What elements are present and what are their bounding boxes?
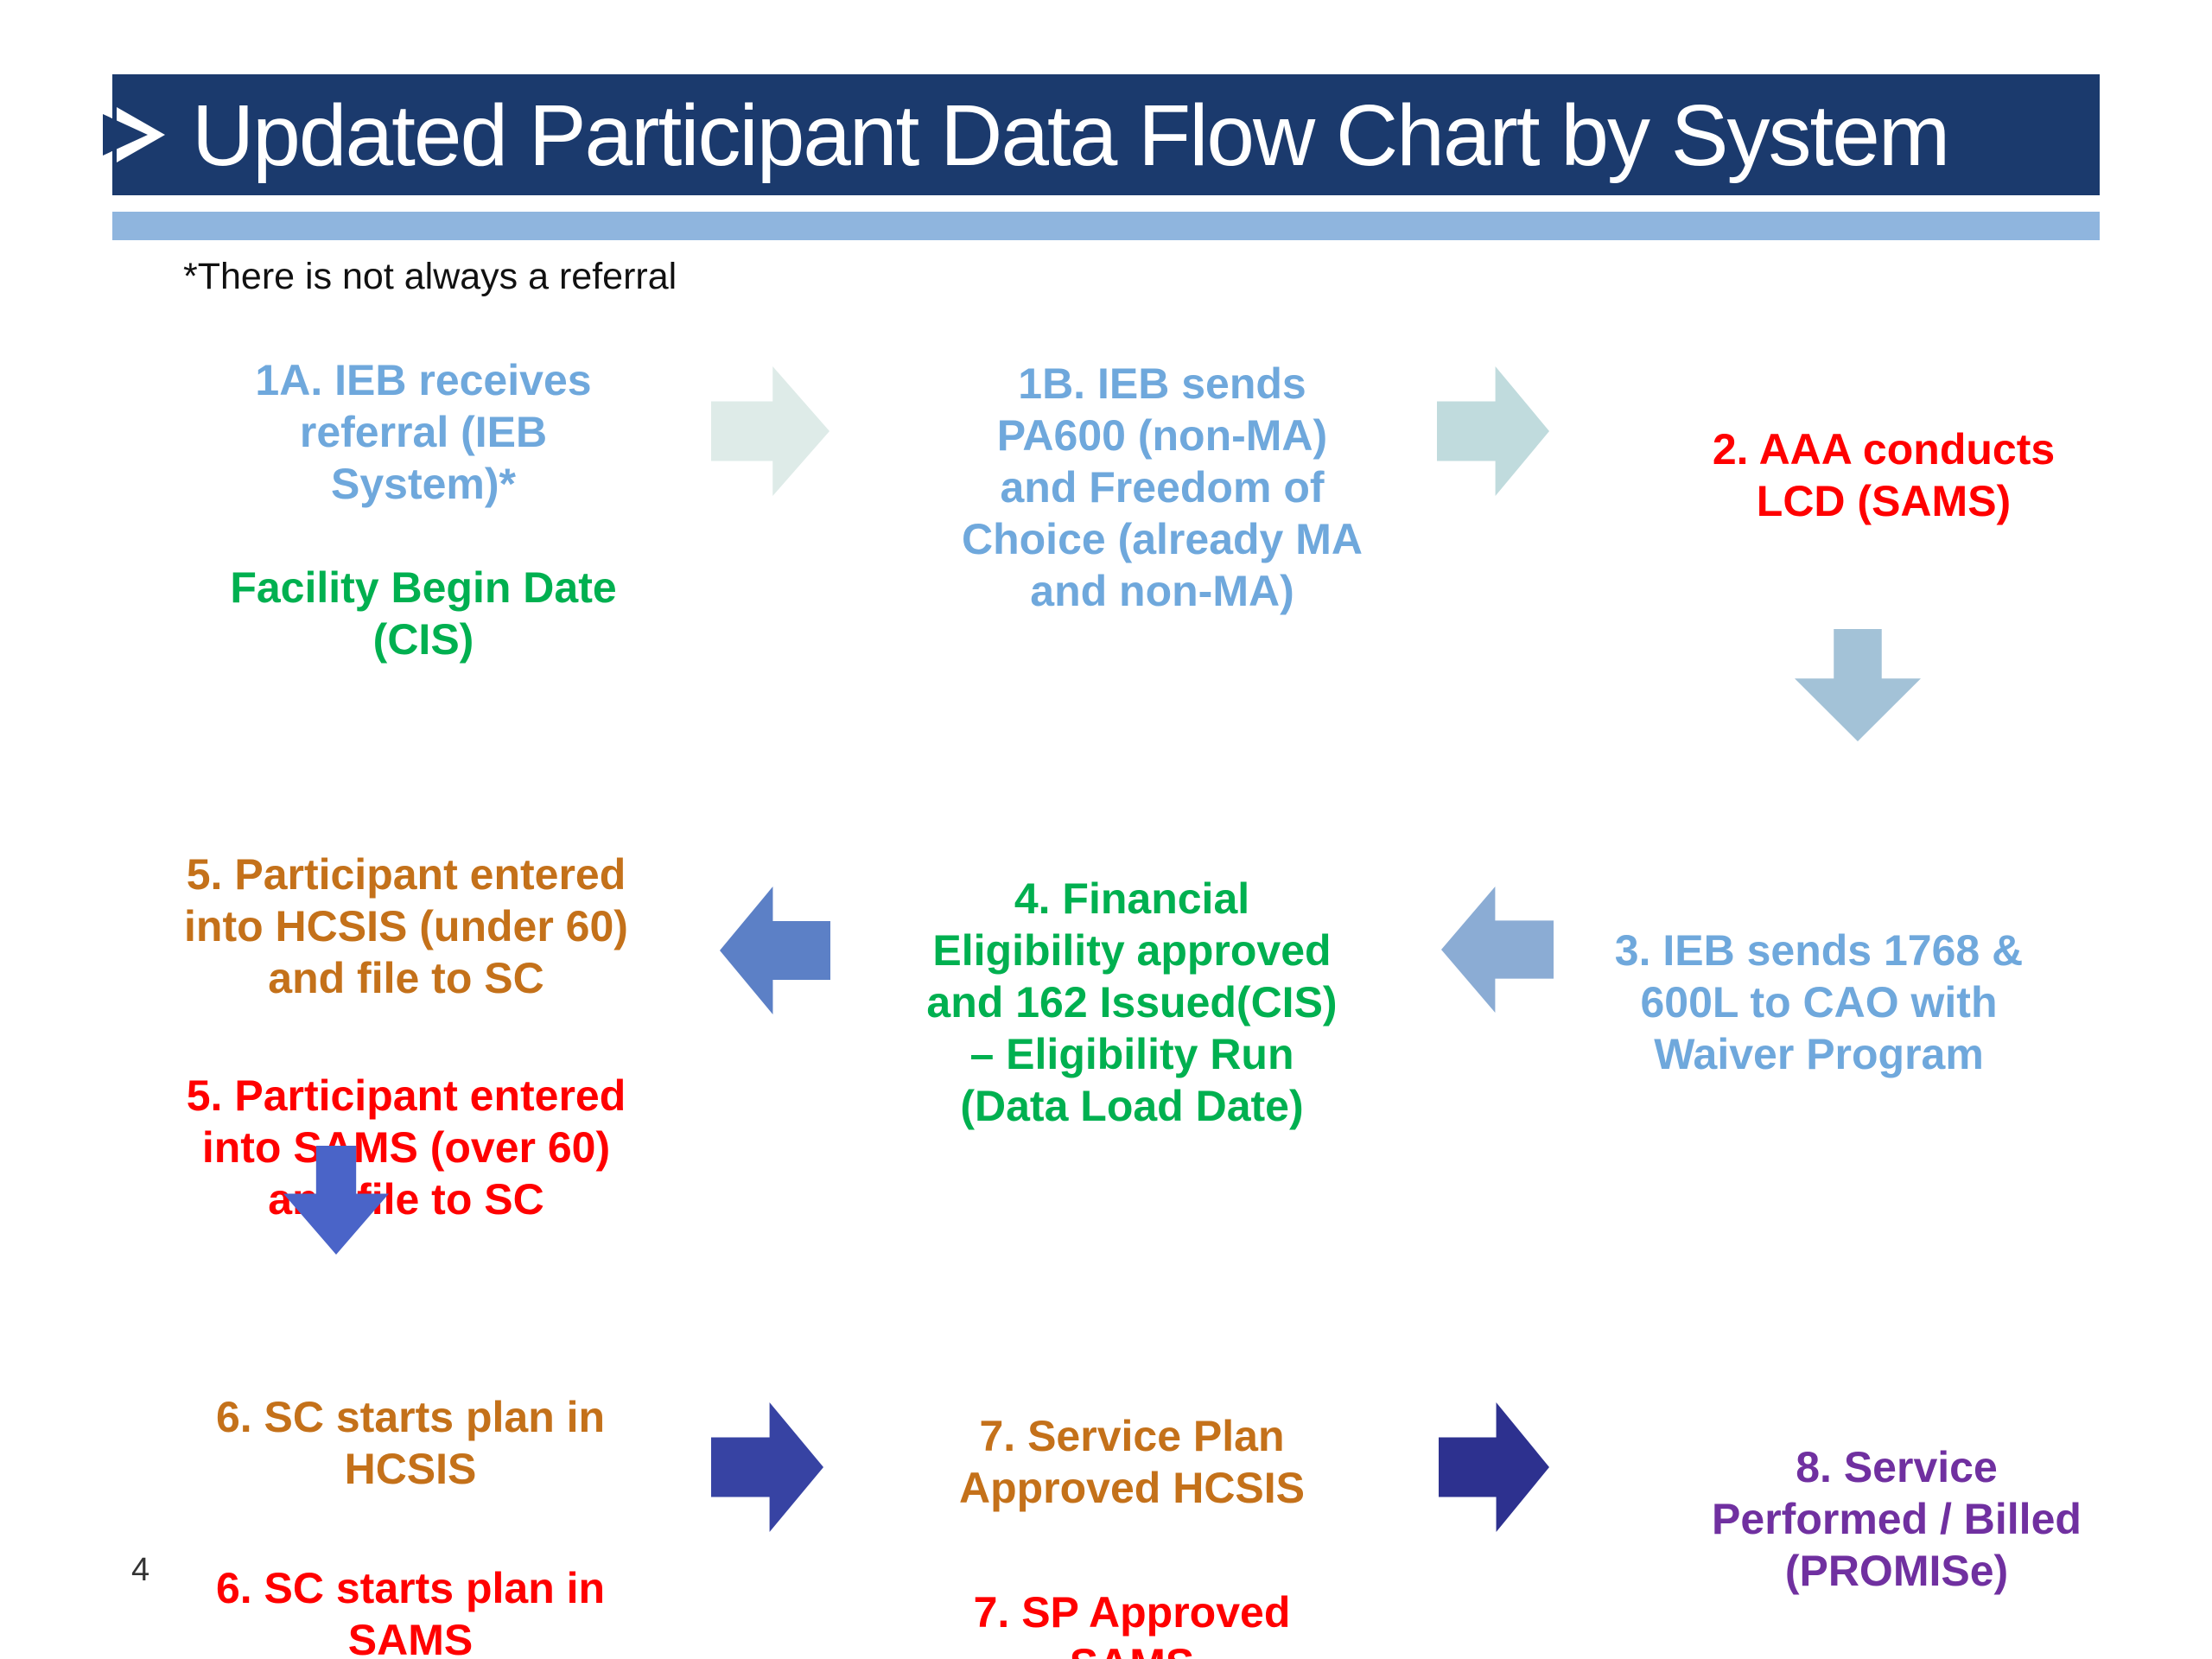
page-number: 4 bbox=[131, 1552, 150, 1588]
step-1a: 1A. IEB receives referral (IEB System)* … bbox=[147, 302, 700, 717]
step-7-sams-text: 7. SP Approved SAMS bbox=[973, 1588, 1291, 1659]
flow-arrow-2-to-3 bbox=[1795, 629, 1921, 741]
title-banner: Updated Participant Data Flow Chart by S… bbox=[103, 74, 2100, 195]
step-6: 6. SC starts plan in HCSIS 6. SC starts … bbox=[143, 1339, 678, 1659]
flow-arrow-1a-to-1b bbox=[711, 366, 830, 496]
step-5: 5. Participant entered into HCSIS (under… bbox=[130, 797, 683, 1277]
step-2-text: 2. AAA conducts LCD (SAMS) bbox=[1712, 425, 2056, 525]
step-8: 8. Service Performed / Billed (PROMISe) bbox=[1616, 1389, 2177, 1649]
step-8-text: 8. Service Performed / Billed (PROMISe) bbox=[1712, 1443, 2082, 1595]
step-1a-text: 1A. IEB receives referral (IEB System)* bbox=[255, 356, 592, 508]
referral-footnote: *There is not always a referral bbox=[183, 256, 677, 297]
step-6-hcsis-text: 6. SC starts plan in HCSIS bbox=[215, 1393, 606, 1493]
step-5-hcsis-text: 5. Participant entered into HCSIS (under… bbox=[184, 850, 628, 1002]
step-2: 2. AAA conducts LCD (SAMS) bbox=[1624, 372, 2143, 579]
page-title: Updated Participant Data Flow Chart by S… bbox=[192, 87, 1950, 184]
step-3: 3. IEB sends 1768 & 600L to CAO with Wai… bbox=[1534, 873, 2104, 1132]
step-1b: 1B. IEB sends PA600 (non-MA) and Freedom… bbox=[868, 306, 1456, 669]
step-4-text: 4. Financial Eligibility approved and 16… bbox=[926, 874, 1338, 1130]
step-1a-cis-text: Facility Begin Date (CIS) bbox=[230, 563, 617, 664]
step-7-hcsis-text: 7. Service Plan Approved HCSIS bbox=[958, 1412, 1306, 1512]
flow-arrow-4-to-5 bbox=[720, 887, 830, 1014]
step-7: 7. Service Plan Approved HCSIS 7. SP App… bbox=[804, 1358, 1460, 1659]
banner-chevron-icon bbox=[103, 107, 165, 162]
step-1b-text: 1B. IEB sends PA600 (non-MA) and Freedom… bbox=[961, 359, 1363, 615]
step-4: 4. Financial Eligibility approved and 16… bbox=[864, 821, 1400, 1184]
step-5-sams-text: 5. Participant entered into SAMS (over 6… bbox=[186, 1071, 626, 1224]
title-underline-band bbox=[112, 212, 2100, 240]
step-6-sams-text: 6. SC starts plan in SAMS bbox=[215, 1564, 606, 1659]
step-3-text: 3. IEB sends 1768 & 600L to CAO with Wai… bbox=[1614, 926, 2024, 1078]
